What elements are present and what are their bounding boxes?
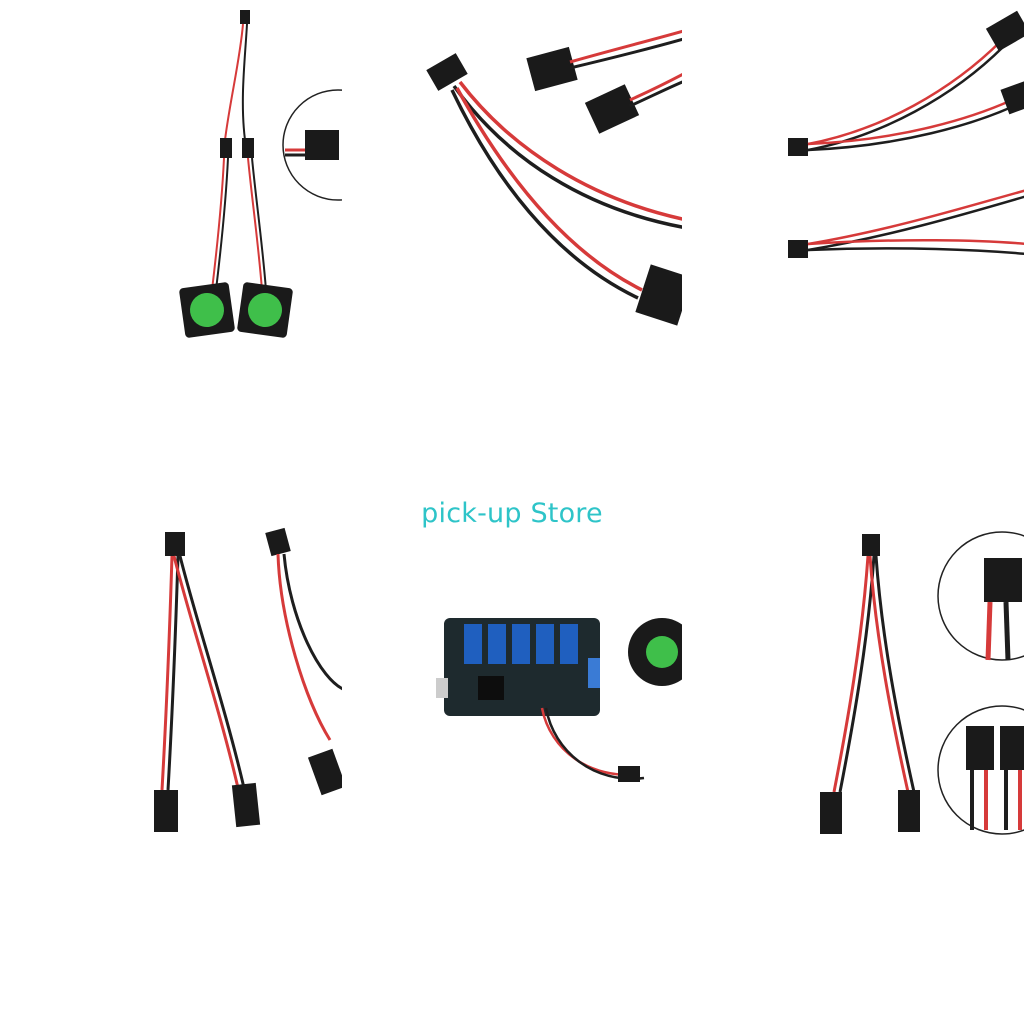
photo-splitter-cables-pair — [682, 0, 1024, 345]
photo-splitter-connectors-closeup — [342, 0, 682, 345]
photo-splitter-cables-front — [130, 520, 342, 850]
photo-splitter-with-connector-zoom — [800, 520, 1024, 850]
watermark-text: pick-up Store — [421, 498, 603, 529]
photo-controller-board-with-blower — [430, 600, 682, 800]
photo-fans-with-splitter-cable — [170, 0, 342, 345]
